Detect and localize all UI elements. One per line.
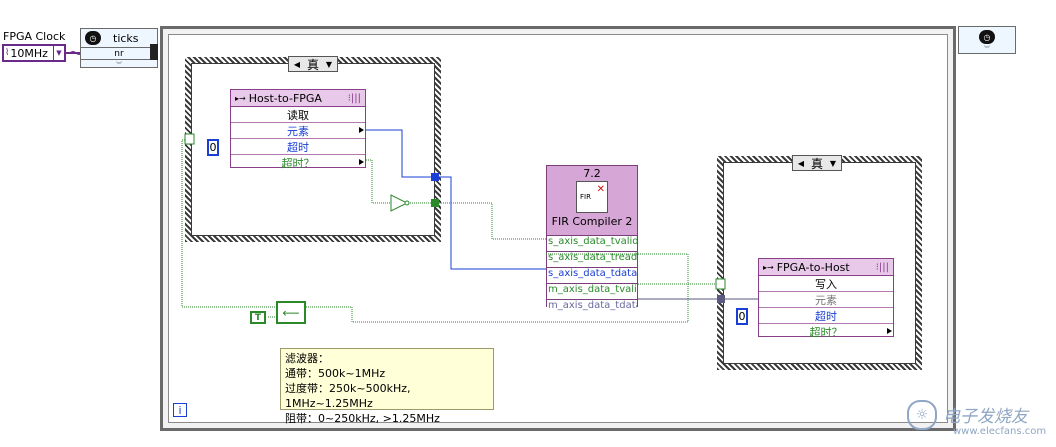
case-selector-value: 真 xyxy=(810,156,823,171)
host-to-fpga-method: 读取 xyxy=(231,107,365,123)
note-line: 滤波器： xyxy=(285,352,329,365)
fpga-to-host-node[interactable]: ▸→ FPGA-to-Host ⁝||| 写入 元素 超时 超时？ xyxy=(758,258,894,339)
fir-port-s-tdata: s_axis_data_tdata xyxy=(547,267,637,283)
fpga-to-host-timeout: 超时 xyxy=(759,308,893,324)
case-selector-left[interactable]: ◀ 真 ▼ xyxy=(288,56,338,72)
dropdown-arrow-icon[interactable]: ▼ xyxy=(325,59,333,69)
clock-icon: ⌇ xyxy=(5,48,10,58)
fir-port-s-tvalid: s_axis_data_tvalid xyxy=(547,235,637,251)
case-selector-value: 真 xyxy=(306,57,319,72)
fpga-clock-label: FPGA Clock xyxy=(3,30,66,43)
feedback-node[interactable]: ⟵ xyxy=(276,301,306,324)
fir-port-m-tvalid: m_axis_data_tvalid xyxy=(547,283,637,299)
timer-icon: ◷ xyxy=(979,30,995,44)
true-constant[interactable]: T xyxy=(250,311,266,324)
feedback-arrow-icon: ⟵ xyxy=(282,305,300,320)
ticks-label: ticks xyxy=(113,31,139,45)
fifo-icon: ⁝||| xyxy=(347,92,361,104)
fir-port-s-tready: s_axis_data_tready xyxy=(547,251,637,267)
fir-title: FIR Compiler 2 xyxy=(551,215,633,228)
ticks-unit: nr xyxy=(114,48,124,59)
fpga-to-host-timed-out: 超时？ xyxy=(759,324,893,339)
timer-expand-icon[interactable]: ︾ xyxy=(983,45,990,53)
timeout-constant-left[interactable]: 0 xyxy=(207,139,219,156)
timer-icon: ◷ xyxy=(85,31,101,45)
ticks-terminal xyxy=(150,44,158,60)
iteration-terminal: i xyxy=(173,403,187,417)
host-to-fpga-node[interactable]: ▸→ Host-to-FPGA ⁝||| 读取 元素 超时 超时？ xyxy=(230,89,366,170)
fir-icon: FIR ✕ xyxy=(576,181,608,213)
ticks-expand-icon[interactable]: ︾ xyxy=(81,59,157,69)
host-to-fpga-timeout: 超时 xyxy=(231,139,365,155)
fpga-clock-selector[interactable]: ⌇ 10MHz ▼ xyxy=(2,44,66,62)
fir-compiler-node[interactable]: 7.2 FIR ✕ FIR Compiler 2 s_axis_data_tva… xyxy=(546,165,638,315)
fifo-icon: ⁝||| xyxy=(875,261,889,273)
decrement-icon[interactable]: ◀ xyxy=(797,158,805,168)
fir-port-m-tdata: m_axis_data_tdata xyxy=(547,299,637,315)
logo-icon: ☼ xyxy=(907,400,937,430)
fifo-read-icon: ▸→ xyxy=(235,93,246,103)
decrement-icon[interactable]: ◀ xyxy=(293,59,301,69)
dropdown-arrow-icon[interactable]: ▼ xyxy=(829,158,837,168)
watermark-url: www.elecfans.com xyxy=(953,426,1047,437)
fpga-to-host-element: 元素 xyxy=(759,292,893,308)
fpga-clock-value: 10MHz xyxy=(10,46,48,60)
host-to-fpga-element: 元素 xyxy=(231,123,365,139)
dropdown-arrow-icon[interactable]: ▼ xyxy=(53,46,64,60)
note-line: 阻带：0~250kHz, >1.25MHz xyxy=(285,412,440,425)
fir-version: 7.2 xyxy=(583,167,601,180)
host-to-fpga-title: Host-to-FPGA xyxy=(248,91,322,105)
note-line: 过度带：250k~500kHz, 1MHz~1.25MHz xyxy=(285,382,411,410)
filter-note: 滤波器： 通带：500k~1MHz 过度带：250k~500kHz, 1MHz~… xyxy=(280,348,494,425)
watermark-brand: 电子发烧友 xyxy=(943,407,1028,427)
fpga-to-host-method: 写入 xyxy=(759,276,893,292)
case-selector-right[interactable]: ◀ 真 ▼ xyxy=(792,155,842,171)
timeout-constant-right[interactable]: 0 xyxy=(736,308,748,325)
ticks-node[interactable]: ◷ ticks nr ︾ xyxy=(80,28,158,69)
note-line: 通带：500k~1MHz xyxy=(285,367,386,380)
loop-timer-node[interactable]: ◷ ︾ xyxy=(958,26,1016,54)
watermark: ☼ 电子发烧友 www.elecfans.com xyxy=(905,398,1055,444)
fpga-to-host-title: FPGA-to-Host xyxy=(776,260,850,274)
fifo-write-icon: ▸→ xyxy=(763,262,774,272)
host-to-fpga-timed-out: 超时？ xyxy=(231,155,365,170)
